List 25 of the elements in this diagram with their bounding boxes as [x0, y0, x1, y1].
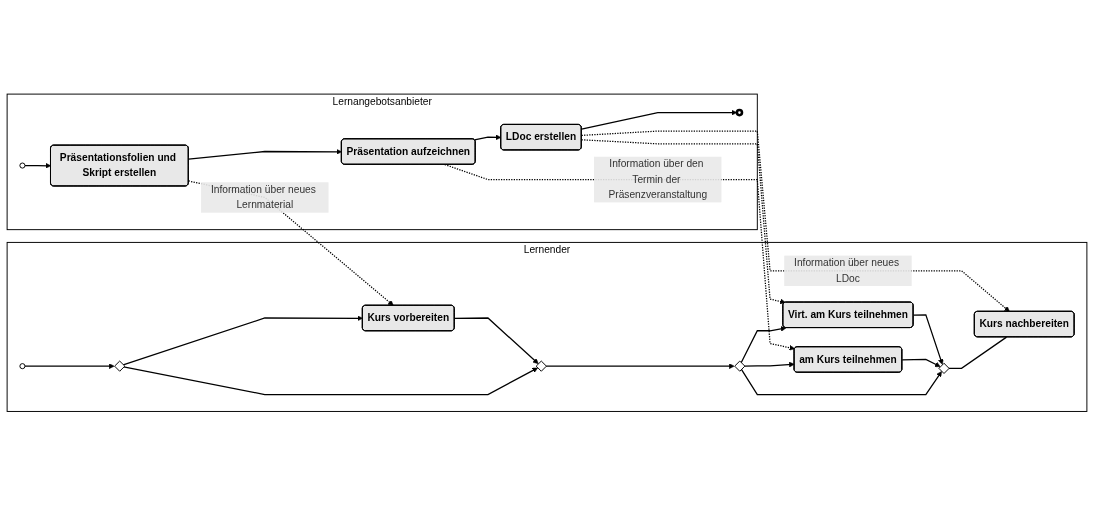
arrow [743, 361, 795, 368]
edge-label: Information über neues LDoc [794, 257, 900, 284]
arrow [453, 317, 539, 365]
arrow [473, 134, 502, 141]
node-diamond [938, 363, 950, 375]
node-diamond [734, 360, 746, 372]
arrow [545, 363, 735, 370]
edge-label: Information über neues Lernmaterial [210, 184, 316, 211]
arrow [24, 363, 115, 370]
node-circle [19, 162, 26, 169]
arrow [122, 315, 363, 366]
arrow [123, 366, 538, 396]
arrow [24, 163, 52, 169]
node-diamond [114, 360, 126, 372]
arrow [740, 368, 942, 396]
arrow [580, 110, 738, 130]
edge-label: Information über den Termin der Präsenzveranstaltung [608, 158, 708, 201]
node-circle [19, 363, 26, 370]
node-diamond [535, 360, 547, 372]
node-circle [735, 109, 744, 117]
arrow [740, 326, 787, 364]
connector [948, 336, 1008, 370]
arrow [912, 314, 944, 366]
arrow [901, 359, 941, 368]
arrow [187, 149, 342, 161]
